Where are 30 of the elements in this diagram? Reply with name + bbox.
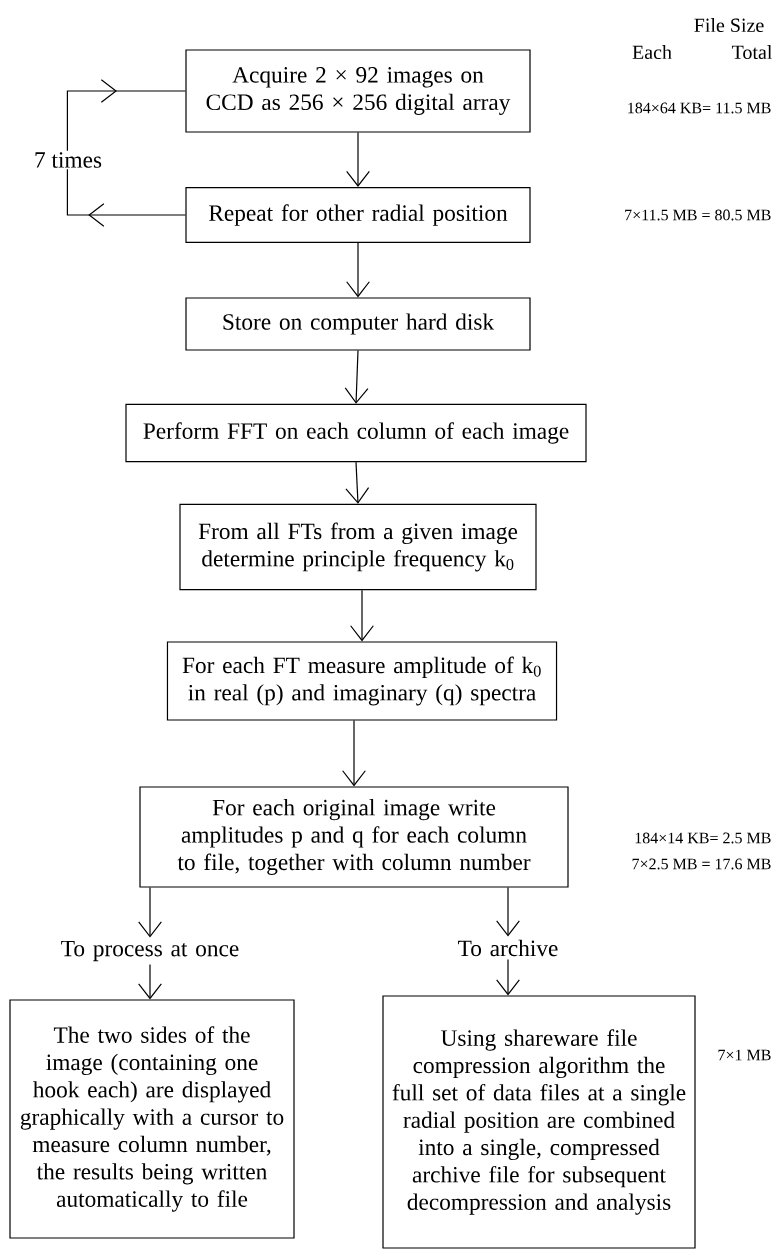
column-header: File Size — [694, 18, 764, 33]
arrow — [138, 963, 162, 1000]
process-box: For each FT measure amplitude of k$_{0}$ in real (p) and imaginary (q) spectra — [166, 641, 558, 721]
process-box: For each original image write amplitudes p and q for each column to file, together with column number — [139, 786, 569, 888]
process-box: Perform FFT on each column of each image — [125, 403, 587, 463]
process-box: Store on computer hard disk — [185, 297, 531, 351]
arrow — [346, 242, 370, 298]
arrow — [496, 958, 520, 996]
arrow — [342, 720, 366, 787]
file-size: 7×2.5 MB = 17.6 MB — [632, 858, 771, 870]
edge-label: 7 times — [35, 152, 102, 168]
arrow — [346, 132, 370, 187]
column-header: Each — [632, 45, 672, 60]
file-size: 184×64 KB= 11.5 MB — [628, 102, 771, 114]
column-header: Total — [731, 45, 772, 60]
arrow — [138, 887, 162, 938]
step-label: To process at once — [61, 940, 239, 962]
file-size: 7×1 MB — [718, 1049, 771, 1061]
arrow — [345, 461, 370, 504]
arrow — [350, 589, 374, 642]
file-size: 184×14 KB= 2.5 MB — [635, 832, 771, 844]
arrow — [344, 350, 369, 404]
step-label: To archive — [458, 939, 558, 957]
process-box: Using shareware file compression algorithm the full set of data files at a single radial position are combined into a single, compressed archive file for subsequent decompression and analysis — [382, 995, 696, 1249]
process-box: Repeat for other radial position — [185, 186, 531, 244]
process-box: From all FTs from a given image determine principle frequency k$_{0}$ — [179, 503, 537, 591]
arrow — [496, 887, 520, 937]
process-box: Acquire 2 × 92 images on CCD as 256 × 256 digital array — [185, 49, 531, 133]
process-box: The two sides of the image (containing one hook each) are displayed graphically with a cursor to measure column number, the results being written automatically to file — [9, 999, 295, 1239]
file-size: 7×11.5 MB = 80.5 MB — [625, 209, 771, 221]
